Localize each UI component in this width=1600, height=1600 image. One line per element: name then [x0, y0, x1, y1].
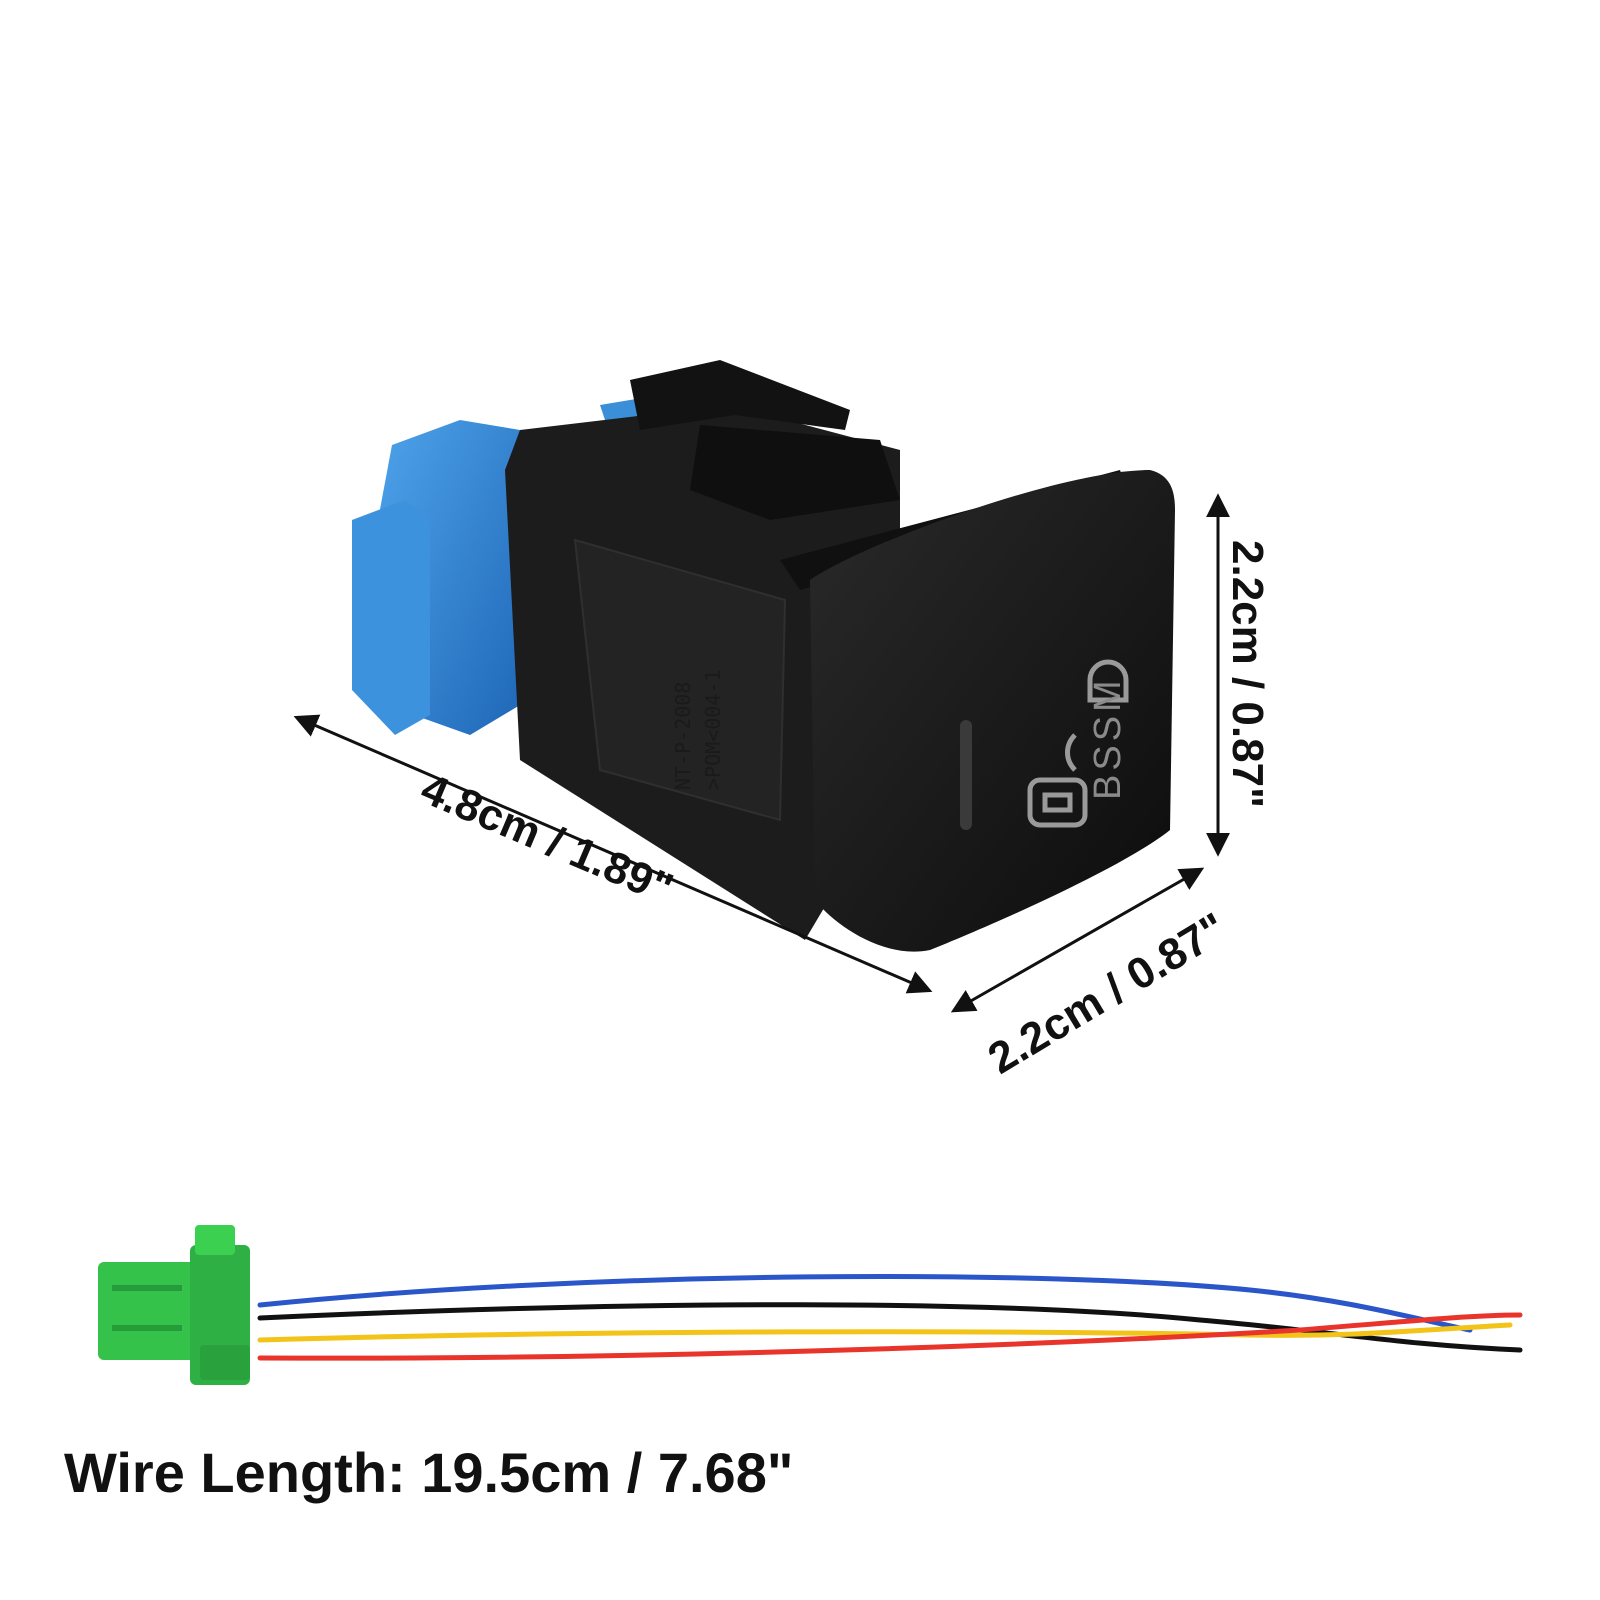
embossed-line-1: NT-P-2008	[671, 682, 695, 790]
width-label: 2.2cm / 0.87"	[980, 904, 1235, 1084]
wire-yellow	[257, 1322, 1513, 1343]
embossed-line-2: >POM<004-1	[701, 670, 725, 790]
indicator-slot	[960, 720, 972, 830]
rocker-switch: NT-P-2008 >POM<004-1 BSSM	[352, 360, 1175, 952]
dimension-height: 2.2cm / 0.87"	[1206, 493, 1272, 857]
width-arrow	[950, 867, 1205, 1013]
length-arrow	[293, 714, 933, 994]
wire-black	[257, 1302, 1523, 1353]
bssm-icon	[1027, 659, 1129, 828]
harness-wires	[257, 1273, 1523, 1361]
height-label: 2.2cm / 0.87"	[1223, 540, 1272, 808]
wire-harness	[98, 1225, 1523, 1385]
button-label: BSSM	[1087, 676, 1129, 800]
wire-blue	[257, 1273, 1473, 1333]
green-connector	[98, 1225, 250, 1385]
wire-red	[257, 1312, 1523, 1361]
wire-length-caption: Wire Length: 19.5cm / 7.68"	[64, 1441, 794, 1504]
